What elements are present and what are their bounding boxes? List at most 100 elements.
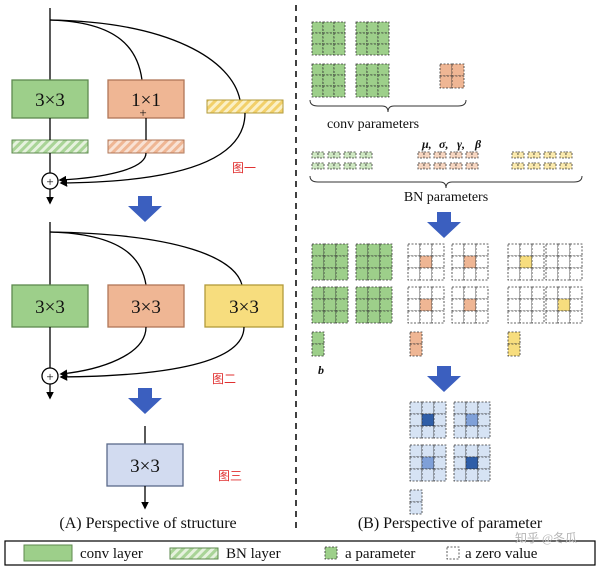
merged-orange-kernel (419, 243, 433, 257)
merged-green-kernel (311, 286, 325, 300)
merged-identity-kernel (569, 286, 583, 300)
bn-parameter-cell (333, 162, 341, 170)
merged-orange-kernel (451, 286, 465, 300)
conv-kernel (377, 21, 390, 34)
merged-identity-kernel (507, 286, 521, 300)
conv-kernel (311, 85, 324, 98)
merged-orange-kernel (451, 310, 465, 324)
stage2-yellow-block (204, 284, 284, 328)
merged-orange-kernel (431, 267, 445, 281)
conv-kernel (355, 74, 368, 87)
merged-orange-kernel (431, 298, 445, 312)
structure-panel: 3×3 1×1 + + 图一 3×3 3×3 (11, 8, 284, 532)
bn-parameter-cell (433, 151, 441, 159)
legend-bn-label: BN layer (226, 546, 281, 562)
merged-identity-kernel (531, 286, 545, 300)
bn-parameter-cell (543, 151, 551, 159)
merged-green-kernel (355, 255, 369, 269)
bn-parameter-cell (549, 151, 557, 159)
stage2-orange-block (107, 284, 185, 328)
conv-kernel (322, 74, 335, 87)
merged-orange-kernel (431, 243, 445, 257)
stage1-identity-bn-block (206, 99, 284, 114)
conv1x1-kernel (451, 63, 465, 77)
merged-identity-kernel (531, 255, 545, 269)
merged-green-kernel (367, 310, 381, 324)
bn-parameter-cell (449, 151, 457, 159)
fused-bias-cell (409, 501, 423, 515)
fused-kernel (433, 444, 447, 458)
merged-orange-kernel (419, 298, 433, 312)
fused-kernel (433, 425, 447, 439)
conv-kernel (377, 74, 390, 87)
merged-identity-kernel (569, 255, 583, 269)
merged-identity-kernel (531, 267, 545, 281)
stage1-merge-yellow (59, 112, 246, 187)
bn-parameter-cell (423, 151, 431, 159)
merged-orange-kernel (419, 255, 433, 269)
stage1-add-symbol: + (46, 174, 53, 189)
conv-kernel (377, 85, 390, 98)
merged-green-kernel (335, 310, 349, 324)
fused-kernel (409, 401, 423, 415)
stage2-annotation: 图二 (212, 372, 236, 386)
fused-kernel (465, 401, 479, 415)
merged-identity-kernel (531, 243, 545, 257)
bn-parameter-cell (527, 151, 535, 159)
stage3: 3×3 图三 (106, 426, 242, 510)
merged-orange-kernel (463, 267, 477, 281)
merged-identity-kernel (569, 243, 583, 257)
merged-orange-kernel (475, 243, 489, 257)
stage1-conv1x1-label: 1×1 (131, 90, 161, 111)
bn-parameter-cell (565, 162, 573, 170)
fused-kernel (433, 401, 447, 415)
conv-kernel (322, 21, 335, 34)
merged-identity-kernel (557, 310, 571, 324)
stage1: 3×3 1×1 + + 图一 (11, 8, 284, 205)
merged-orange-kernel (451, 255, 465, 269)
conv1x1-kernel (439, 63, 453, 77)
merged-green-kernel (367, 298, 381, 312)
fused-kernel (409, 468, 423, 482)
stage1-merge-orange (58, 152, 147, 184)
merged-green-kernel (323, 255, 337, 269)
stage1-annotation: 图一 (232, 161, 256, 175)
bn-brace (309, 175, 583, 189)
bn-parameter-cell (417, 151, 425, 159)
merged-identity-kernel (519, 267, 533, 281)
bn-parameter-cell (327, 151, 335, 159)
merged-orange-kernel (407, 267, 421, 281)
merged-identity-kernel (519, 255, 533, 269)
merged-orange-kernel (419, 310, 433, 324)
conv-kernel (333, 74, 346, 87)
merged-orange-kernel (475, 310, 489, 324)
merged-orange-kernel (475, 298, 489, 312)
bn-parameter-cell (311, 162, 319, 170)
merged-identity-kernel (519, 310, 533, 324)
conv1x1-kernel (439, 75, 453, 89)
bn-symbol-beta: β (474, 137, 482, 151)
merged-green-kernel (311, 298, 325, 312)
conv-kernel (366, 43, 379, 56)
conv-kernel (355, 21, 368, 34)
conv-kernel (377, 63, 390, 76)
bn-parameter-cell (349, 162, 357, 170)
stage2-branch-yellow (49, 231, 243, 286)
bias-label: b (318, 363, 324, 377)
merged-green-kernel (311, 267, 325, 281)
bn-parameter-cell (311, 151, 319, 159)
structure-caption: (A) Perspective of structure (59, 515, 236, 532)
bn-parameter-cell (433, 162, 441, 170)
merged-orange-kernel (419, 286, 433, 300)
conv-parameters-label: conv parameters (327, 117, 419, 132)
conv-kernel (377, 43, 390, 56)
conv-kernel (322, 32, 335, 45)
fused-kernel (477, 425, 491, 439)
stage1-conv1x1-block (107, 79, 185, 119)
fused-bias-cell (409, 489, 423, 503)
merged-green-kernel (335, 298, 349, 312)
fused-kernel (477, 456, 491, 470)
merged-green-kernel (355, 267, 369, 281)
merged-green-kernel (355, 286, 369, 300)
bn-parameter-cell (439, 151, 447, 159)
